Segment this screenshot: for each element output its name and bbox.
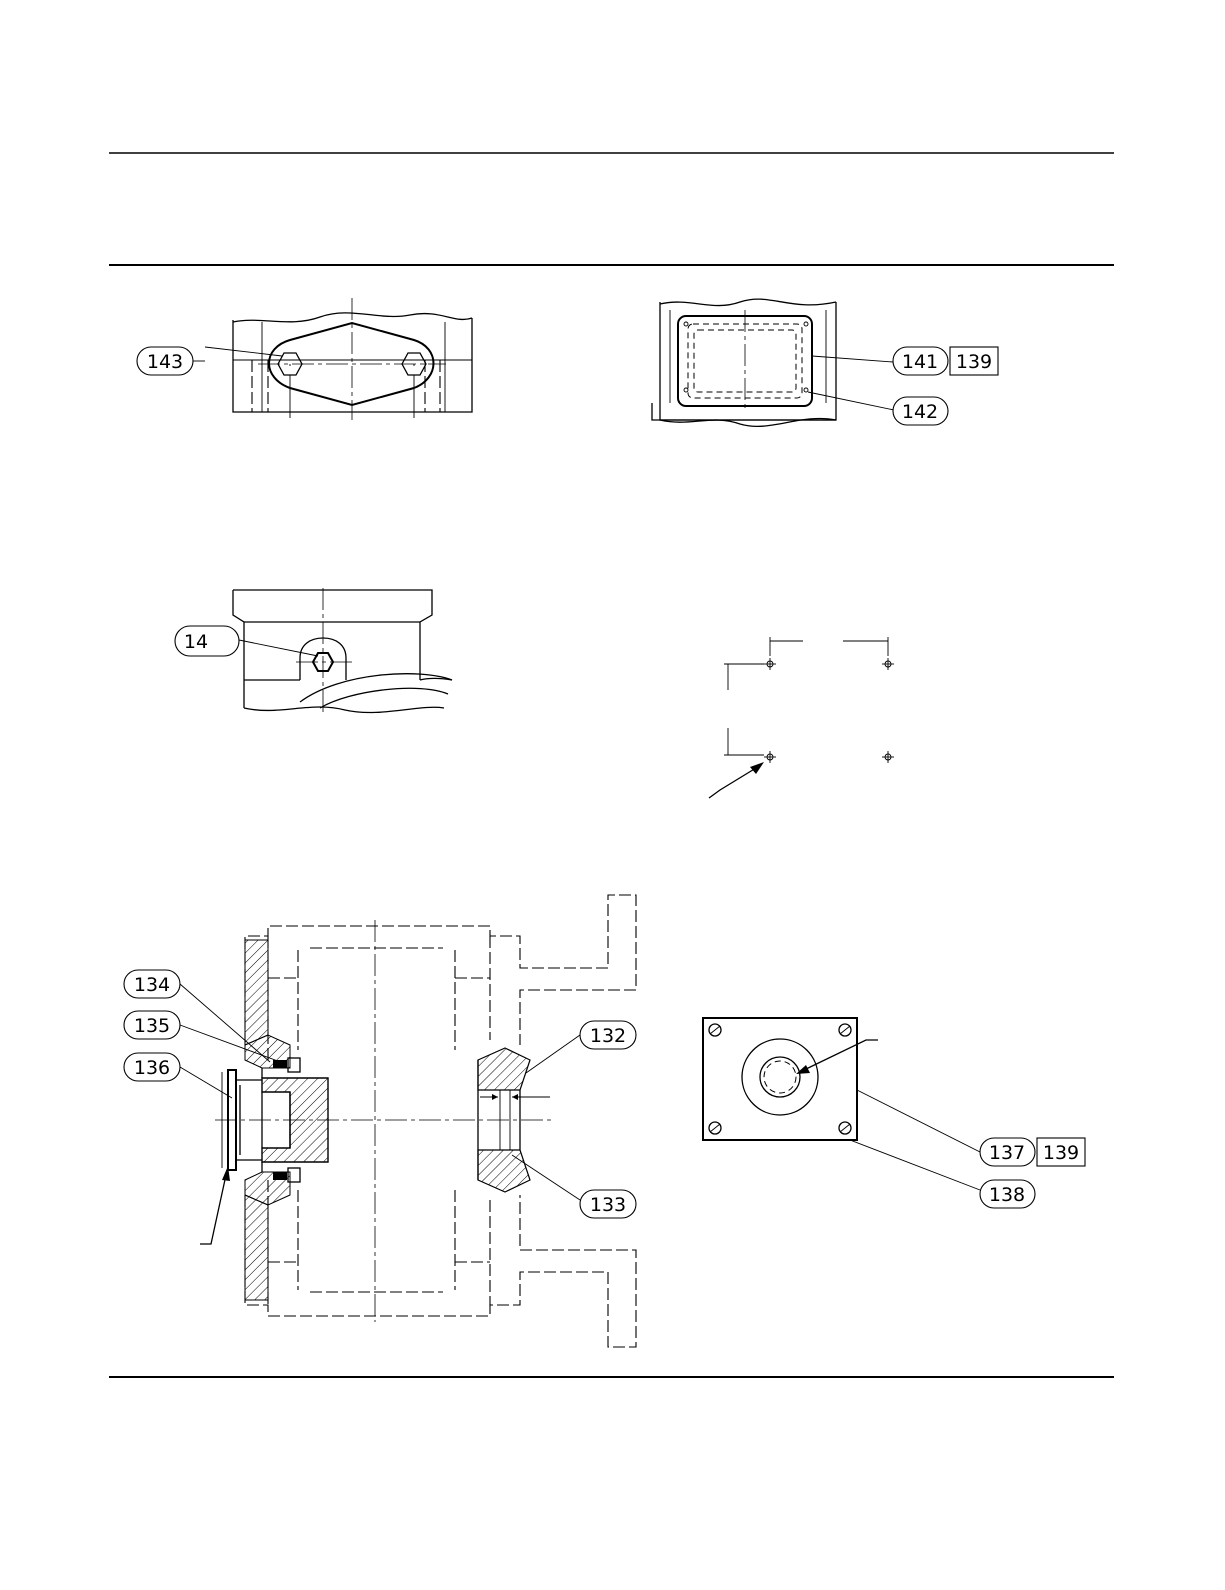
svg-text:137: 137: [989, 1142, 1025, 1164]
callout-136: 136: [124, 1053, 180, 1081]
view-section: [180, 895, 636, 1347]
callout-14: 14: [175, 626, 239, 656]
callout-138: 138: [980, 1180, 1035, 1208]
mounting-hole-icon: [882, 751, 894, 763]
svg-text:142: 142: [902, 401, 938, 423]
arrow-icon: [796, 1040, 878, 1074]
svg-text:132: 132: [590, 1025, 626, 1047]
mounting-hole-icon: [882, 658, 894, 670]
svg-text:134: 134: [134, 974, 170, 996]
callout-133: 133: [580, 1190, 636, 1218]
mounting-hole-icon: [764, 751, 776, 763]
callout-137-139: 137 139: [980, 1138, 1085, 1166]
callout-134: 134: [124, 970, 180, 998]
arrow-icon: [709, 762, 764, 798]
view-hole-pattern: [709, 637, 894, 798]
view-cover-plate: [192, 298, 472, 420]
svg-text:14: 14: [184, 631, 208, 653]
screw-icon: [709, 1122, 721, 1134]
screw-icon: [839, 1122, 851, 1134]
callout-135: 135: [124, 1011, 180, 1039]
svg-text:139: 139: [956, 351, 992, 373]
view-drain-plug: [233, 588, 452, 713]
view-inspection-cover: [652, 299, 894, 426]
svg-text:135: 135: [134, 1015, 170, 1037]
svg-text:133: 133: [590, 1194, 626, 1216]
view-sight-glass: [703, 1018, 980, 1190]
svg-text:139: 139: [1043, 1142, 1079, 1164]
callout-143: 143: [137, 347, 193, 375]
callout-142: 142: [893, 397, 948, 425]
callout-141-139: 141 139: [893, 347, 998, 375]
svg-text:141: 141: [902, 351, 938, 373]
mounting-hole-icon: [764, 658, 776, 670]
svg-text:136: 136: [134, 1057, 170, 1079]
svg-text:143: 143: [147, 351, 183, 373]
callout-132: 132: [580, 1021, 636, 1049]
svg-text:138: 138: [989, 1184, 1025, 1206]
screw-icon: [709, 1024, 721, 1036]
screw-icon: [839, 1024, 851, 1036]
arrow-icon: [200, 1166, 230, 1244]
